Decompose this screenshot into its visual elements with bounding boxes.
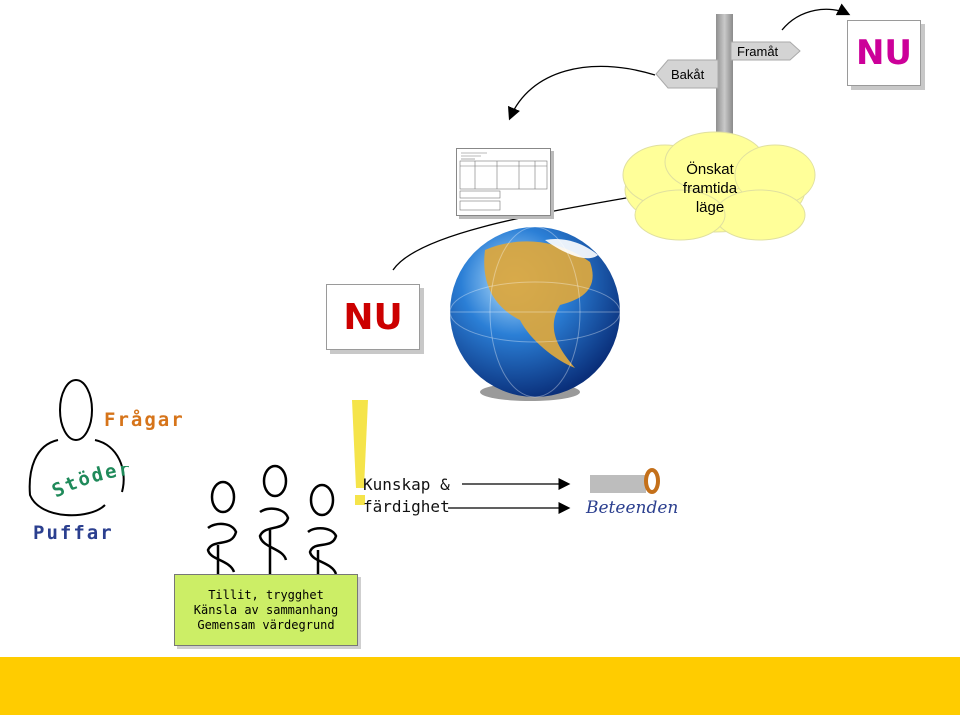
foundation-line-3: Gemensam värdegrund [197,618,335,632]
question-label: Frågar [104,409,185,431]
forward-label: Framåt [737,44,779,59]
knowledge-line-2: färdighet [363,497,450,516]
foundation-box: Tillit, trygghet Känsla av sammanhang Ge… [174,574,358,646]
exclamation-icon [352,400,368,505]
cloud-line-3: läge [695,199,725,216]
support-label: Stöder [50,466,131,502]
knowledge-text: Kunskap & färdighet [363,474,503,518]
current-now-label: NU [343,296,403,338]
knowledge-line-1: Kunskap & [363,475,450,494]
cloud-line-1: Önskat [686,161,734,178]
arrow-backward [508,65,656,121]
foundation-line-2: Känsla av sammanhang [193,603,339,617]
foundation-line-1: Tillit, trygghet [208,588,324,602]
future-now-label: NU [855,33,913,73]
arrow-to-future-now [781,3,851,31]
arrow-to-future [392,187,663,271]
cloud-text: Önskat framtida läge [640,160,780,217]
svg-text:Stöder: Stöder [50,466,133,502]
future-now-box: NU [847,20,921,86]
form-document-thumbnail [456,148,551,216]
cloud-line-2: framtida [682,180,738,197]
coach-figure [28,379,125,517]
current-now-box: NU [326,284,420,350]
nudge-label: Puffar [33,522,114,544]
behaviour-gauge-icon [590,468,660,494]
support-label-arc: Stöder [50,466,133,502]
globe-icon [449,226,621,401]
bottom-banner [0,657,960,715]
behaviour-label: Beteenden [586,498,679,518]
cloud-shape [622,131,816,241]
backward-label: Bakåt [671,67,705,82]
